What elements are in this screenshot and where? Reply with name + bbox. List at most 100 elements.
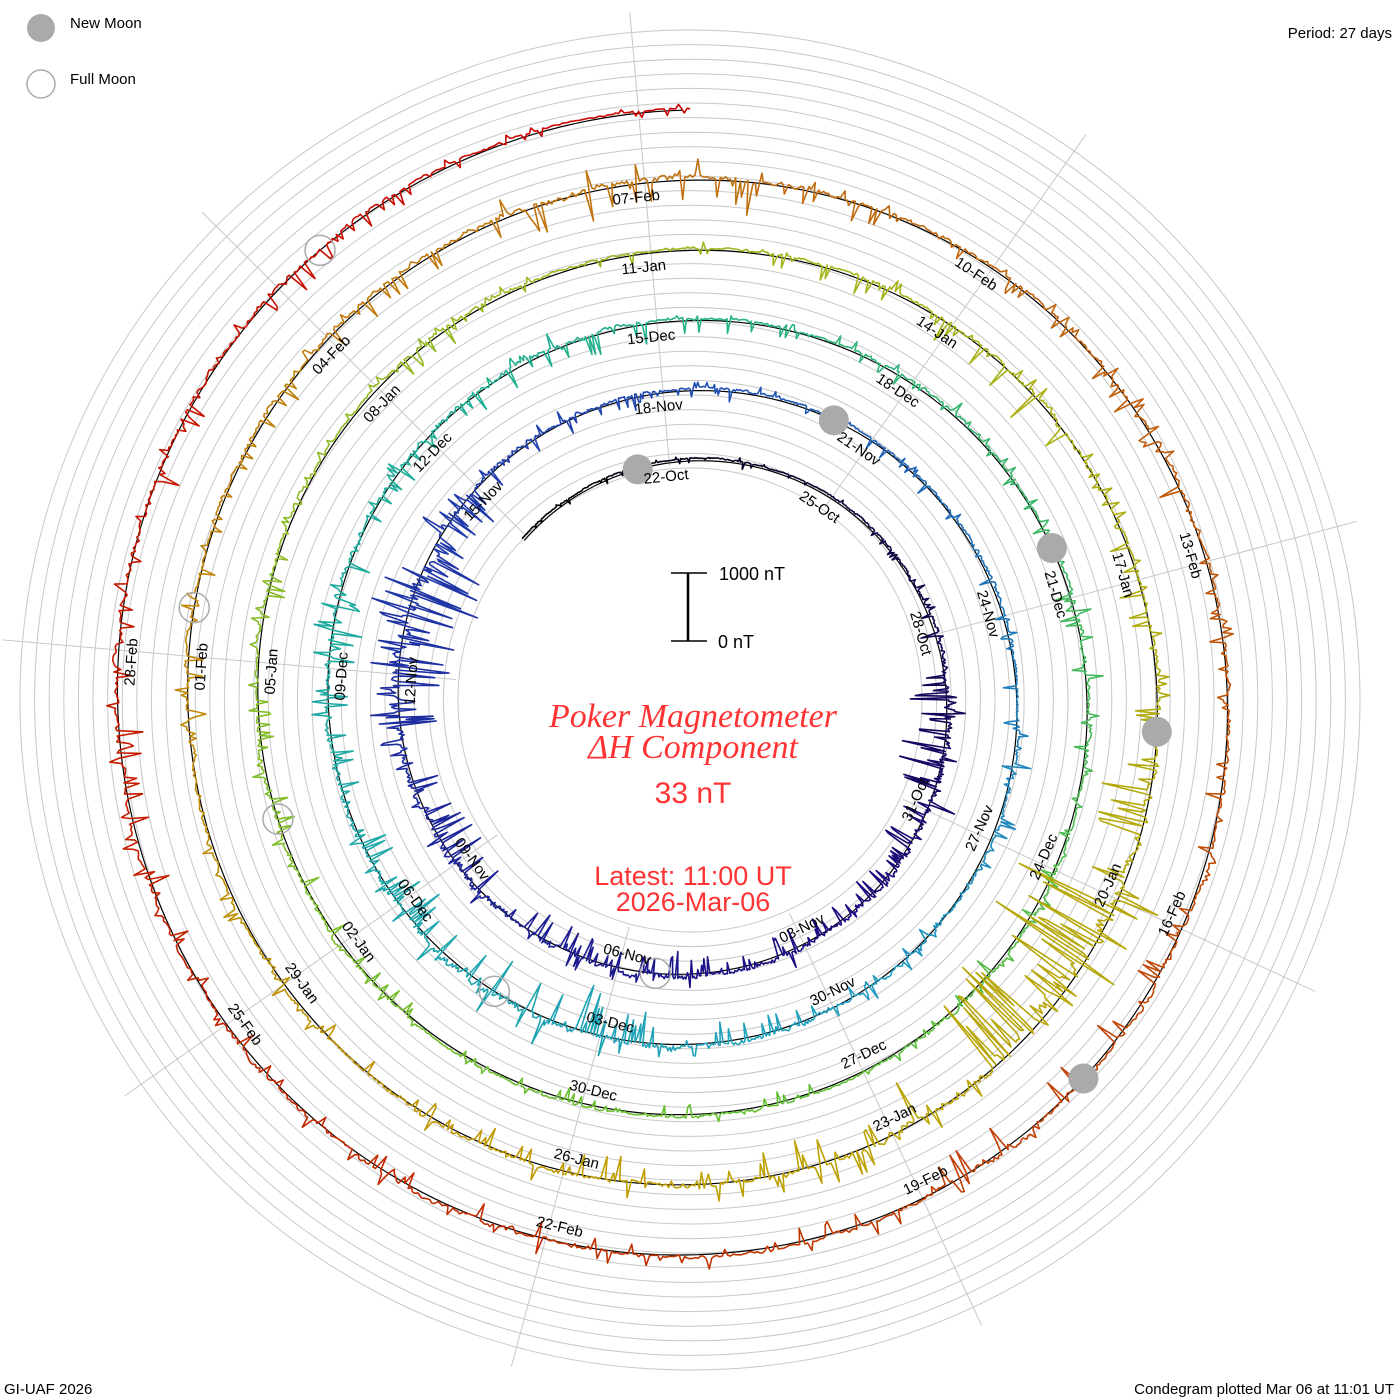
- grid-circle: [267, 277, 1113, 1123]
- grid-spoke: [124, 834, 498, 1097]
- date-label: 21-Dec: [1041, 569, 1071, 621]
- date-label: 15-Dec: [626, 326, 676, 348]
- trace-segment-day-65: [1073, 678, 1100, 773]
- trace-segment-day-77: [252, 772, 296, 869]
- trace-segment-day-136: [267, 207, 373, 308]
- grid-circle: [296, 306, 1084, 1094]
- latest-date: 2026-Mar-06: [616, 887, 771, 917]
- grid-circle: [92, 102, 1288, 1298]
- trace-segment-day-123: [930, 1121, 1041, 1193]
- date-label: 25-Oct: [796, 488, 844, 528]
- trace-segment-day-95: [943, 963, 1077, 1066]
- trace-segment-day-11: [909, 685, 967, 748]
- trace-segment-day-91: [1119, 569, 1163, 676]
- trace-segment-day-130: [165, 922, 234, 1038]
- trace-segment-day-17: [687, 955, 753, 989]
- trace-segment-day-88: [933, 318, 1027, 387]
- trace-segment-day-41: [901, 900, 959, 962]
- trace-segment-day-31: [654, 381, 729, 398]
- trace-segment-day-61: [904, 376, 977, 434]
- trace-segment-day-76: [293, 867, 347, 954]
- grid-spoke: [916, 520, 1357, 640]
- trace-segment-day-121: [1125, 917, 1190, 1029]
- new-moon-marker: [1068, 1063, 1099, 1094]
- trace-segment-day-60: [823, 335, 906, 385]
- trace-segment-day-138: [491, 109, 625, 148]
- trace-segment-day-47: [459, 954, 542, 1028]
- new-moon-marker: [1141, 716, 1172, 747]
- trace-segment-day-26: [371, 553, 480, 629]
- trace-segment-day-18: [623, 950, 690, 983]
- grid-circle: [48, 58, 1332, 1342]
- date-label: 09-Dec: [332, 651, 352, 701]
- trace-segment-day-101: [371, 1074, 468, 1140]
- trace-segment-day-126: [558, 1237, 688, 1267]
- trace-segment-day-19: [562, 932, 625, 980]
- trace-segment-day-133: [112, 532, 142, 665]
- trace-segment-day-112: [631, 158, 754, 216]
- trace-segment-day-28: [473, 445, 526, 505]
- trace-segment-day-39: [994, 759, 1032, 840]
- grid-circle: [136, 146, 1244, 1254]
- trace-segment-day-29: [524, 411, 588, 452]
- full-moon-marker: [262, 803, 294, 835]
- trace-segment-day-119: [1205, 670, 1232, 795]
- trace-segment-day-72: [590, 1100, 689, 1119]
- trace-segment-day-120: [1178, 792, 1224, 919]
- trace-segment-day-106: [181, 552, 216, 669]
- date-label: 22-Feb: [535, 1213, 585, 1241]
- moon-markers: [178, 234, 1172, 1094]
- trace-segment-day-15: [807, 903, 861, 943]
- trace-segment-day-118: [1199, 548, 1235, 673]
- trace-segment-day-54: [368, 441, 422, 514]
- trace-segment-day-51: [311, 676, 355, 762]
- date-label: 07-Feb: [612, 187, 661, 209]
- trace-segment-day-57: [562, 321, 649, 358]
- grid-circle: [63, 73, 1317, 1327]
- footer-plot-time: Condegram plotted Mar 06 at 11:01 UT: [1134, 1381, 1394, 1398]
- trace-segment-day-75: [345, 953, 416, 1027]
- scale-bar: [671, 572, 707, 642]
- trace-segment-day-10: [920, 626, 949, 687]
- trace-segment-day-135: [189, 300, 278, 418]
- trace-segment-day-83: [446, 276, 540, 331]
- trace-segment-day-13: [885, 801, 932, 860]
- trace-segment-day-103: [219, 896, 291, 997]
- trace-segment-day-21: [459, 856, 508, 918]
- trace-segment-day-137: [369, 146, 492, 211]
- trace-segment-day-5: [719, 457, 776, 472]
- trace-segment-day-6: [774, 469, 828, 494]
- trace-segment-day-38: [1002, 682, 1029, 760]
- date-label: 05-Jan: [262, 648, 282, 695]
- trace-segment-day-89: [1010, 378, 1094, 472]
- trace-segment-day-100: [466, 1127, 576, 1181]
- date-label: 18-Nov: [634, 396, 684, 418]
- trace-segment-day-94: [995, 862, 1159, 986]
- trace-segment-day-48: [392, 893, 460, 973]
- date-label: 03-Dec: [585, 1009, 637, 1037]
- trace-segment-day-52: [312, 593, 363, 678]
- trace-segment-day-79: [249, 572, 286, 673]
- footer-credit: GI-UAF 2026: [4, 1381, 92, 1398]
- trace-segment-day-43: [766, 1003, 842, 1037]
- date-label: 27-Nov: [962, 802, 997, 854]
- trace-segment-day-131: [120, 792, 170, 924]
- trace-segment-day-4: [663, 456, 720, 465]
- trace-segment-day-78: [248, 672, 275, 774]
- grid-circle: [369, 379, 1011, 1021]
- trace-segment-day-73: [498, 1074, 592, 1109]
- date-label: 08-Jan: [360, 381, 404, 426]
- trace-segment-day-102: [287, 995, 376, 1077]
- trace-segment-day-64: [1054, 587, 1104, 680]
- grid-circle: [107, 117, 1273, 1283]
- trace-segment-day-45: [607, 1011, 690, 1058]
- grid-circle: [223, 233, 1157, 1167]
- trace-segment-day-32: [727, 386, 800, 406]
- trace-segment-day-134: [135, 408, 205, 533]
- trace-segment-day-9: [908, 574, 937, 629]
- date-label: 26-Jan: [552, 1145, 601, 1173]
- full-moon-marker: [178, 591, 210, 624]
- trace-segment-day-36: [970, 539, 1004, 609]
- trace-segment-day-1: [521, 502, 563, 540]
